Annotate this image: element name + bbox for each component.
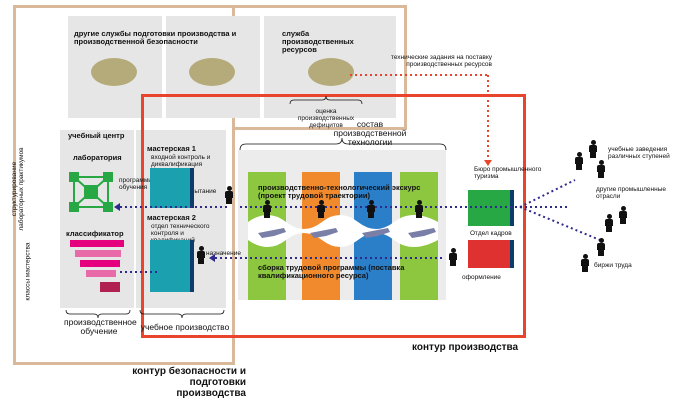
assignment-label: назначение: [206, 250, 242, 257]
person-icon: [588, 140, 598, 158]
assembly-label: сборка трудовой программы (поставка квал…: [258, 263, 405, 280]
safety-contour-frame: [13, 8, 235, 365]
production-contour-frame: [141, 94, 526, 338]
person-icon: [448, 248, 458, 266]
training-center-area: [60, 130, 134, 308]
person-icon: [604, 214, 614, 232]
schools-label: учебные заведения различных ступеней: [608, 146, 670, 160]
safety-contour-frame-top: [13, 5, 235, 8]
person-icon: [366, 200, 376, 218]
excursion-label: производственно-технологический экскурс …: [258, 183, 421, 200]
deficit-note: оценка производственных дефицитов: [297, 108, 355, 129]
service-circle-3: [308, 58, 354, 86]
composition-label: состав производственной технологии: [333, 119, 407, 147]
registration-label: оформление: [462, 274, 501, 281]
workshop1-label: мастерская 1: [147, 144, 196, 153]
program-training-label: программирование обучения: [119, 177, 177, 191]
hr-label: Отдел кадров: [470, 230, 512, 237]
service-circle-1: [91, 58, 137, 86]
workshop1-sub: входной контроль и диквалификация: [151, 154, 211, 168]
person-icon: [262, 200, 272, 218]
safety-contour-frame-top2: [232, 5, 407, 8]
classifier-label: классификатор: [66, 229, 124, 238]
testing-label: испытание: [184, 188, 217, 195]
other-depts-label: другие промышленные отрасли: [596, 186, 666, 200]
service-box-1-title: другие службы подготовки производства и …: [74, 29, 237, 46]
person-icon: [414, 200, 424, 218]
safety-contour-frame-right: [404, 5, 407, 130]
workshop2-label: мастерская 2: [147, 213, 196, 222]
person-icon: [196, 246, 206, 264]
bureau-label: Бюро промышленного туризма: [474, 166, 542, 180]
service-box-2-title: служба производственных ресурсов: [282, 29, 354, 54]
safety-contour-frame-mid: [232, 127, 407, 130]
person-icon: [316, 200, 326, 218]
person-icon: [574, 152, 584, 170]
service-circle-2: [189, 58, 235, 86]
bottom-right-label: учебное производство: [140, 322, 230, 332]
person-icon: [618, 206, 628, 224]
person-icon: [596, 160, 606, 178]
lab-label: лаборатория: [73, 153, 122, 162]
tech-tasks-label: технические задания на поставку производ…: [390, 54, 492, 68]
person-icon: [596, 238, 606, 256]
person-icon: [224, 186, 234, 204]
training-center-title: учебный центр: [68, 131, 125, 140]
bottom-left-label: производственное обучение: [64, 317, 137, 336]
production-contour-label: контур производства: [412, 342, 519, 353]
labor-exchange-label: биржи труда: [594, 262, 632, 269]
safety-contour-label: контур безопасности и подготовки произво…: [132, 366, 246, 399]
person-icon: [580, 254, 590, 272]
